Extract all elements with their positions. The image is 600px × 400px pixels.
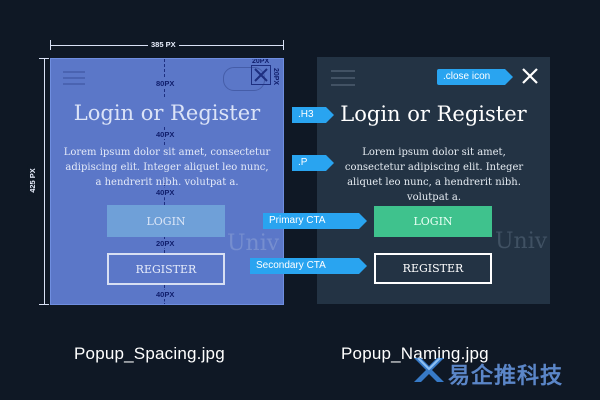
watermark-logo-icon: [412, 354, 446, 386]
background-ghost-text: Univ: [227, 231, 280, 256]
register-button-label: REGISTER: [402, 262, 464, 275]
background-ghost-text: Univ: [495, 229, 548, 254]
hamburger-icon: [63, 71, 85, 85]
close-corner-label-top: 20PX: [252, 58, 270, 65]
spacing-popup-panel: Univ 20PX 20PX 80PX 40PX 40PX 20PX 40PX …: [50, 58, 284, 305]
popup-body-text: Lorem ipsum dolor sit amet, consectetur …: [344, 147, 524, 203]
spacing-label-2: 40PX: [155, 130, 176, 139]
close-corner-label-side: 20PX: [272, 67, 280, 86]
spacing-label-3: 40PX: [155, 188, 176, 197]
height-dimension-line: [44, 58, 45, 305]
tag-arrow: [359, 213, 367, 229]
height-dimension-label: 425 PX: [27, 165, 37, 196]
caption-spacing: Popup_Spacing.jpg: [74, 344, 225, 363]
tag-arrow: [359, 258, 367, 274]
popup-heading: Login or Register: [73, 101, 261, 125]
popup-body-text: Lorem ipsum dolor sit amet, consectetur …: [63, 147, 271, 188]
login-button[interactable]: LOGIN: [374, 206, 492, 237]
register-button-label: REGISTER: [135, 262, 197, 276]
tag-close-icon: .close icon: [437, 69, 513, 85]
tag-p-label: .P: [292, 155, 326, 171]
height-dimension-tick-top: [39, 58, 49, 59]
tag-primary-cta: Primary CTA: [263, 213, 367, 229]
spacing-label-1: 80PX: [155, 79, 176, 88]
register-button[interactable]: REGISTER: [374, 253, 492, 284]
tag-primary-cta-label: Primary CTA: [263, 213, 359, 229]
width-dimension-tick-left: [50, 40, 51, 50]
spacing-label-5: 40PX: [155, 290, 176, 299]
hamburger-icon: [331, 70, 355, 86]
tag-arrow: [326, 155, 334, 171]
tag-secondary-cta: Secondary CTA: [250, 258, 367, 274]
tag-close-icon-label: .close icon: [437, 69, 505, 85]
close-icon[interactable]: [251, 65, 271, 85]
spacing-label-4: 20PX: [155, 239, 176, 248]
height-dimension-tick-bottom: [39, 304, 49, 305]
tag-arrow: [505, 69, 513, 85]
width-dimension-label: 385 PX: [148, 40, 179, 49]
login-button[interactable]: LOGIN: [107, 205, 225, 237]
login-button-label: LOGIN: [146, 214, 186, 228]
tag-h3: .H3: [292, 107, 334, 123]
close-icon[interactable]: [520, 66, 540, 86]
watermark-text: 易企推科技: [448, 364, 564, 389]
width-dimension-tick-right: [283, 40, 284, 50]
register-button[interactable]: REGISTER: [107, 253, 225, 285]
tag-arrow: [326, 107, 334, 123]
tag-secondary-cta-label: Secondary CTA: [250, 258, 359, 274]
tag-h3-label: .H3: [292, 107, 326, 123]
popup-heading: Login or Register: [340, 102, 527, 126]
spacing-guide-1: [164, 59, 165, 97]
tag-p: .P: [292, 155, 334, 171]
caption-naming: Popup_Naming.jpg: [341, 344, 489, 363]
login-button-label: LOGIN: [413, 215, 453, 228]
